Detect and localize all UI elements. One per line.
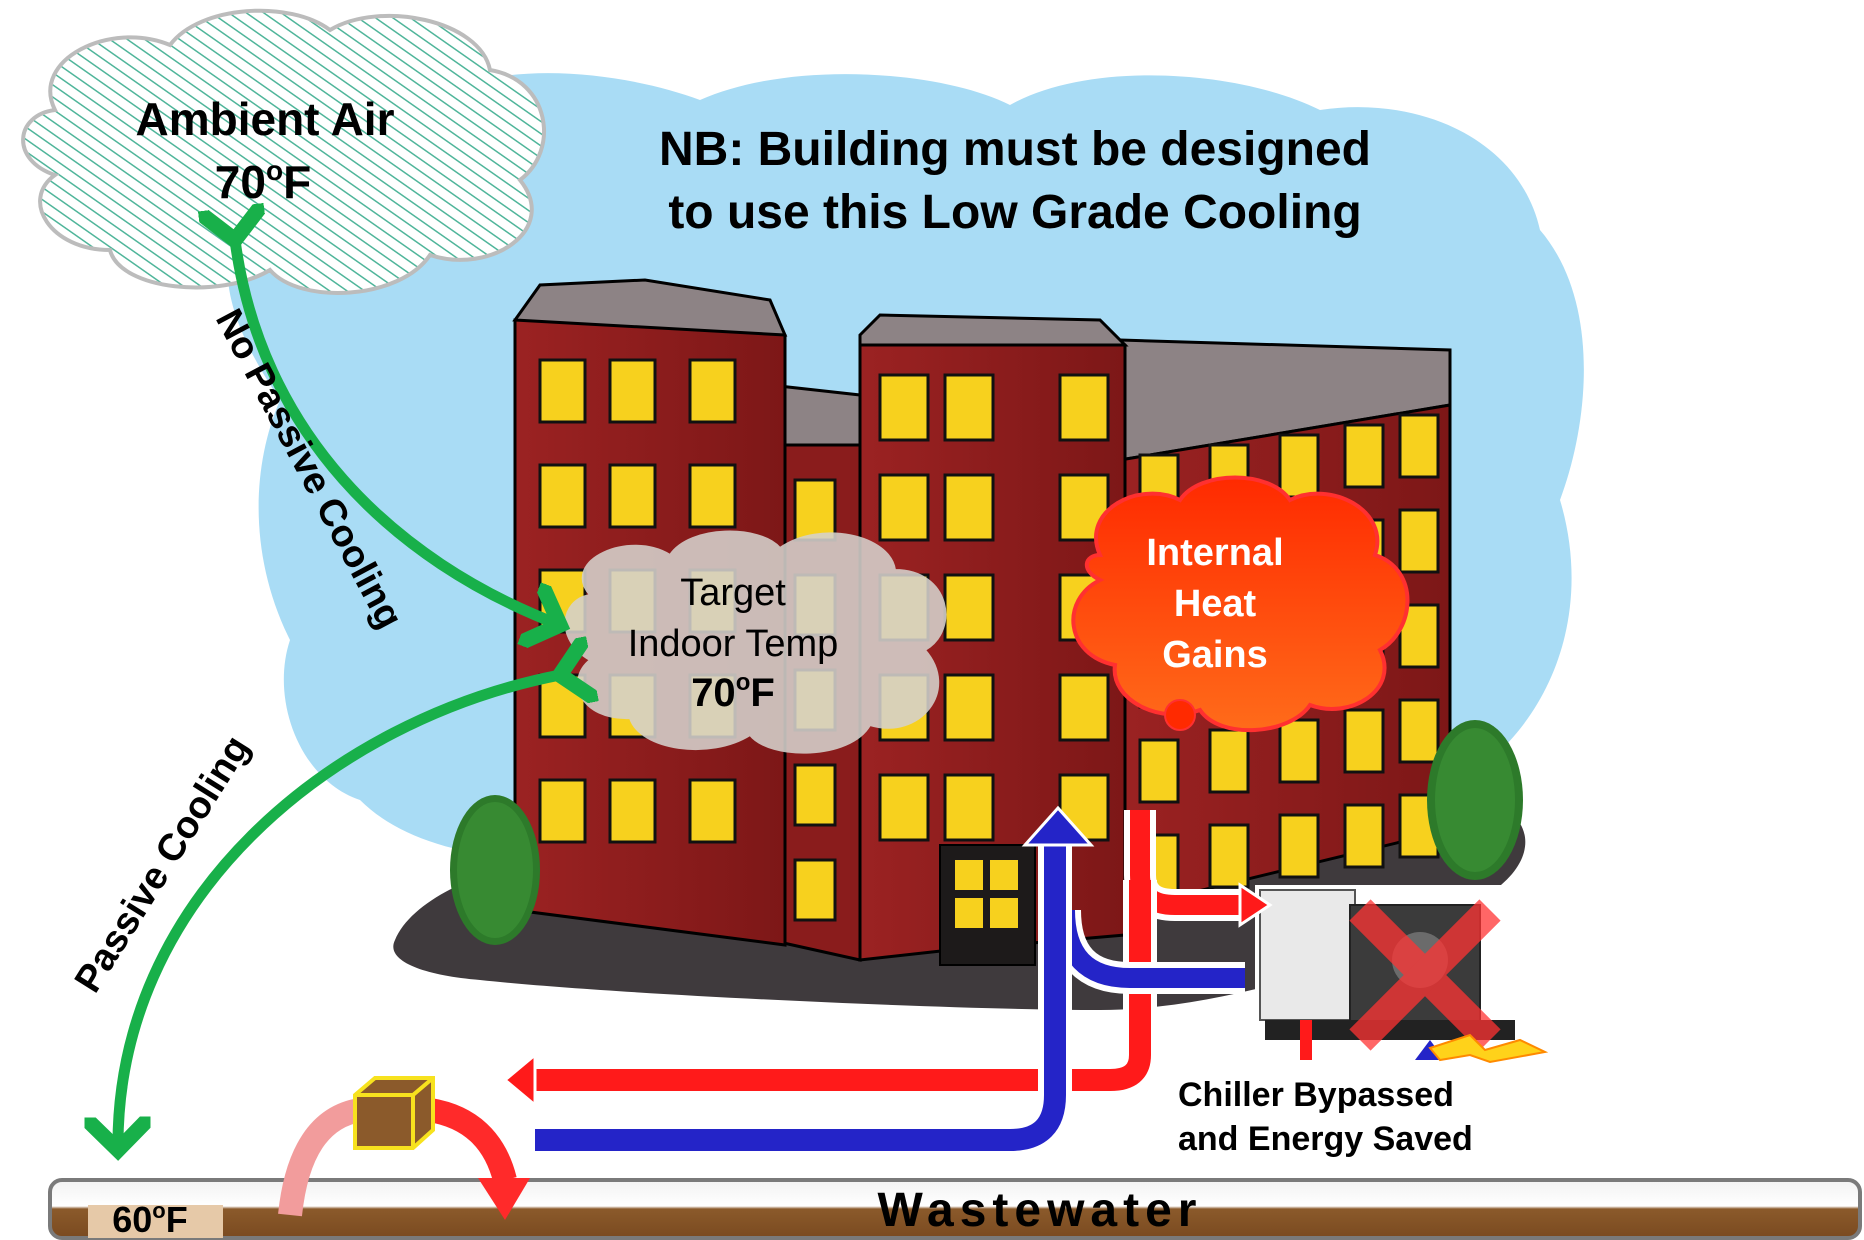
heat-gains-cloud: Internal Heat Gains (1071, 475, 1410, 732)
tree-icon (1427, 720, 1523, 880)
window (538, 358, 587, 424)
cloud-icon (21, 8, 546, 295)
hot-return-pipe (502, 810, 1273, 1109)
window (1058, 373, 1110, 442)
ambient-air-cloud: Ambient Air 70oF (21, 8, 546, 295)
window (608, 358, 657, 424)
window (538, 463, 587, 529)
window (878, 373, 930, 442)
tree-icon (450, 795, 540, 945)
heat-gains-line1: Internal (1146, 532, 1283, 574)
window (943, 773, 995, 842)
heat-exchanger-box-icon (278, 1076, 530, 1220)
indoor-temp-line2: Indoor Temp (628, 623, 839, 665)
window (1278, 813, 1320, 879)
passive-cooling-arrow (118, 675, 560, 1150)
window (1058, 773, 1110, 842)
window (878, 473, 930, 542)
ambient-air-label: Ambient Air (136, 93, 395, 145)
window (1343, 708, 1385, 774)
window (608, 463, 657, 529)
window (688, 358, 737, 424)
window (688, 463, 737, 529)
indoor-temp-cloud: Target Indoor Temp 70oF (564, 530, 947, 754)
window (1208, 728, 1250, 794)
ambient-air-temp: 70oF (215, 155, 311, 208)
window (608, 778, 657, 844)
window (943, 573, 995, 642)
chiller-bypassed-line1: Chiller Bypassed (1178, 1076, 1454, 1114)
window (1398, 413, 1440, 479)
cross-icon (1349, 899, 1501, 1051)
window (1278, 433, 1320, 499)
cold-supply-pipe (535, 805, 1245, 1157)
design-note-line2: to use this Low Grade Cooling (668, 186, 1361, 239)
window (878, 773, 930, 842)
indoor-temp-line1: Target (680, 572, 786, 614)
window (1398, 508, 1440, 574)
window (943, 473, 995, 542)
design-note-line1: NB: Building must be designed (659, 123, 1371, 176)
heat-gains-line2: Heat (1174, 583, 1257, 625)
window (1278, 718, 1320, 784)
heat-gains-line3: Gains (1162, 634, 1268, 676)
window (943, 373, 995, 442)
window (1343, 423, 1385, 489)
thought-cloud-icon (1071, 475, 1410, 732)
window (793, 763, 837, 827)
chiller-icon (1255, 885, 1565, 1064)
window (1058, 473, 1110, 542)
lightning-icon (1428, 1033, 1549, 1064)
window (1208, 823, 1250, 889)
window (943, 673, 995, 742)
window (538, 778, 587, 844)
wastewater-label: Wastewater (878, 1184, 1203, 1237)
window (1398, 698, 1440, 764)
indoor-temp-value: 70oF (691, 669, 775, 715)
wastewater-pipe: 60oF Wastewater (48, 1178, 1862, 1240)
window (793, 858, 837, 922)
wastewater-temp: 60oF (112, 1198, 188, 1240)
no-passive-cooling-arrow (235, 240, 560, 625)
chiller-bypassed-line2: and Energy Saved (1178, 1120, 1473, 1158)
window (688, 778, 737, 844)
window (1343, 803, 1385, 869)
window (1058, 673, 1110, 742)
window (1138, 738, 1180, 804)
window (793, 478, 837, 542)
